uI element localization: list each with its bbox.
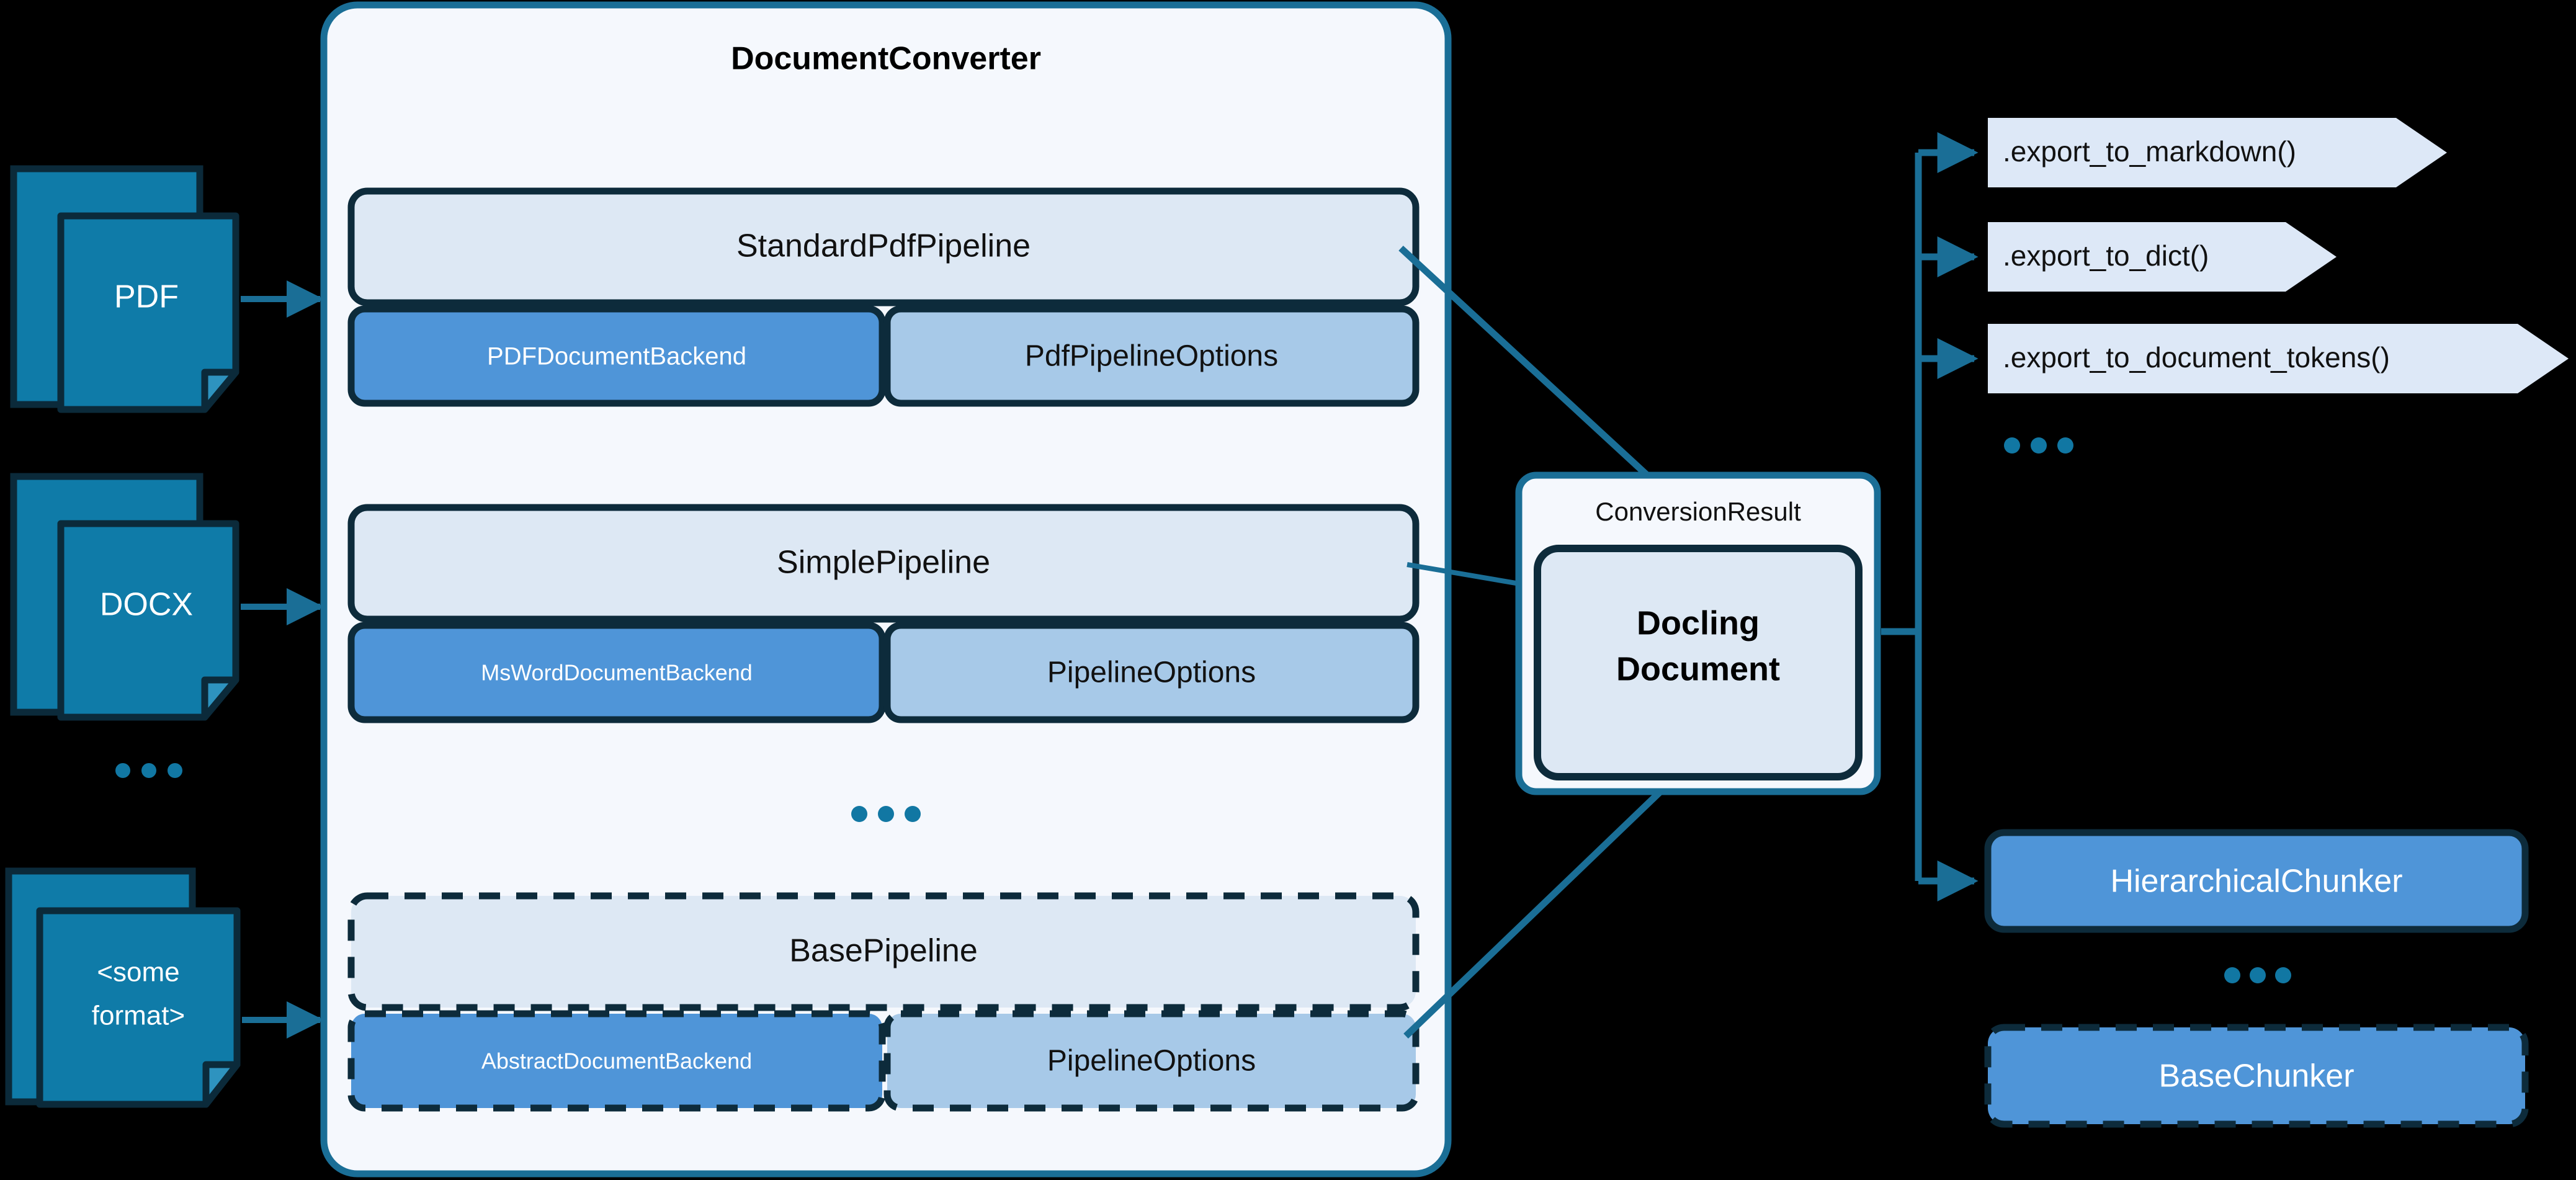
export-label: .export_to_document_tokens() <box>2003 341 2390 373</box>
pipeline-backend-label: AbstractDocumentBackend <box>481 1048 752 1074</box>
pipeline-backend-label: PDFDocumentBackend <box>487 343 746 370</box>
export-label: .export_to_markdown() <box>2003 135 2296 168</box>
export-chevron-shape <box>1988 222 2337 292</box>
document-fold-corner-icon <box>202 1061 241 1108</box>
chunker-label: HierarchicalChunker <box>2110 864 2402 900</box>
pipeline-header-box[interactable] <box>347 892 1420 1011</box>
pipeline-options-box[interactable] <box>883 305 1420 407</box>
input-label-docx: DOCX <box>100 587 193 623</box>
export-list: .export_to_markdown() .export_to_dict() … <box>1988 118 2569 454</box>
chunker-list: HierarchicalChunker BaseChunker <box>1984 829 2529 1128</box>
export-label: .export_to_dict() <box>2003 239 2209 272</box>
export-item[interactable]: .export_to_markdown() <box>1988 118 2447 187</box>
pipeline-simple[interactable]: SimplePipeline MsWordDocumentBackend Pip… <box>347 504 1420 723</box>
input-some-format[interactable]: <some format> <box>5 867 324 1108</box>
export-item[interactable]: .export_to_document_tokens() <box>1988 324 2569 393</box>
conversion-result-label: ConversionResult <box>1595 497 1801 526</box>
pipeline-options-box[interactable] <box>883 622 1420 723</box>
pipeline-name: BasePipeline <box>789 933 978 969</box>
export-item[interactable]: .export_to_dict() <box>1988 222 2337 292</box>
chunker-label: BaseChunker <box>2158 1058 2354 1094</box>
chunker-box[interactable] <box>1984 829 2529 933</box>
document-fold-corner-icon <box>201 369 239 413</box>
document-fold-corner-icon <box>201 676 239 721</box>
pipeline-backend-box[interactable] <box>347 622 886 723</box>
pipeline-options-label: PipelineOptions <box>1047 656 1256 689</box>
chunker-ellipsis <box>2224 967 2291 983</box>
export-ellipsis <box>2004 437 2073 454</box>
pipeline-standard-pdf[interactable]: StandardPdfPipeline PDFDocumentBackend P… <box>347 187 1420 407</box>
converter-ellipsis <box>851 806 921 822</box>
input-ellipsis <box>115 763 182 778</box>
chunker-item-base[interactable]: BaseChunker <box>1984 1024 2529 1128</box>
pipeline-backend-box[interactable] <box>347 1010 886 1112</box>
pipeline-backend-box[interactable] <box>347 305 886 407</box>
docling-document-box[interactable] <box>1534 545 1863 780</box>
input-pdf[interactable]: PDF <box>10 165 324 413</box>
pipeline-name: SimplePipeline <box>777 545 990 581</box>
pipeline-header-box[interactable] <box>347 187 1420 306</box>
input-label-some-format-line2: format> <box>92 1001 185 1031</box>
input-docx[interactable]: DOCX <box>10 473 324 721</box>
pipeline-name: StandardPdfPipeline <box>736 228 1031 264</box>
connector-result-branch-tree <box>1881 132 1979 901</box>
pipeline-options-box[interactable] <box>883 1010 1420 1112</box>
pipeline-options-label: PipelineOptions <box>1047 1045 1256 1078</box>
docling-document-line2: Document <box>1616 650 1780 687</box>
pipeline-base[interactable]: BasePipeline AbstractDocumentBackend Pip… <box>347 892 1420 1112</box>
export-chevron-shape <box>1988 324 2569 393</box>
branch-trunk <box>1881 153 1922 635</box>
input-label-some-format-line1: <some <box>97 957 179 988</box>
page-title: DocumentConverter <box>731 41 1041 77</box>
pipeline-options-label: PdfPipelineOptions <box>1025 340 1278 373</box>
pipeline-header-box[interactable] <box>347 504 1420 623</box>
pipeline-backend-label: MsWordDocumentBackend <box>481 660 753 686</box>
chunker-box[interactable] <box>1984 1024 2529 1128</box>
export-chevron-shape <box>1988 118 2447 187</box>
input-label-pdf: PDF <box>114 279 179 315</box>
chunker-item-hierarchical[interactable]: HierarchicalChunker <box>1984 829 2529 933</box>
docling-document-line1: Docling <box>1637 604 1760 641</box>
conversion-result[interactable]: ConversionResult Docling Document <box>1515 472 1881 795</box>
